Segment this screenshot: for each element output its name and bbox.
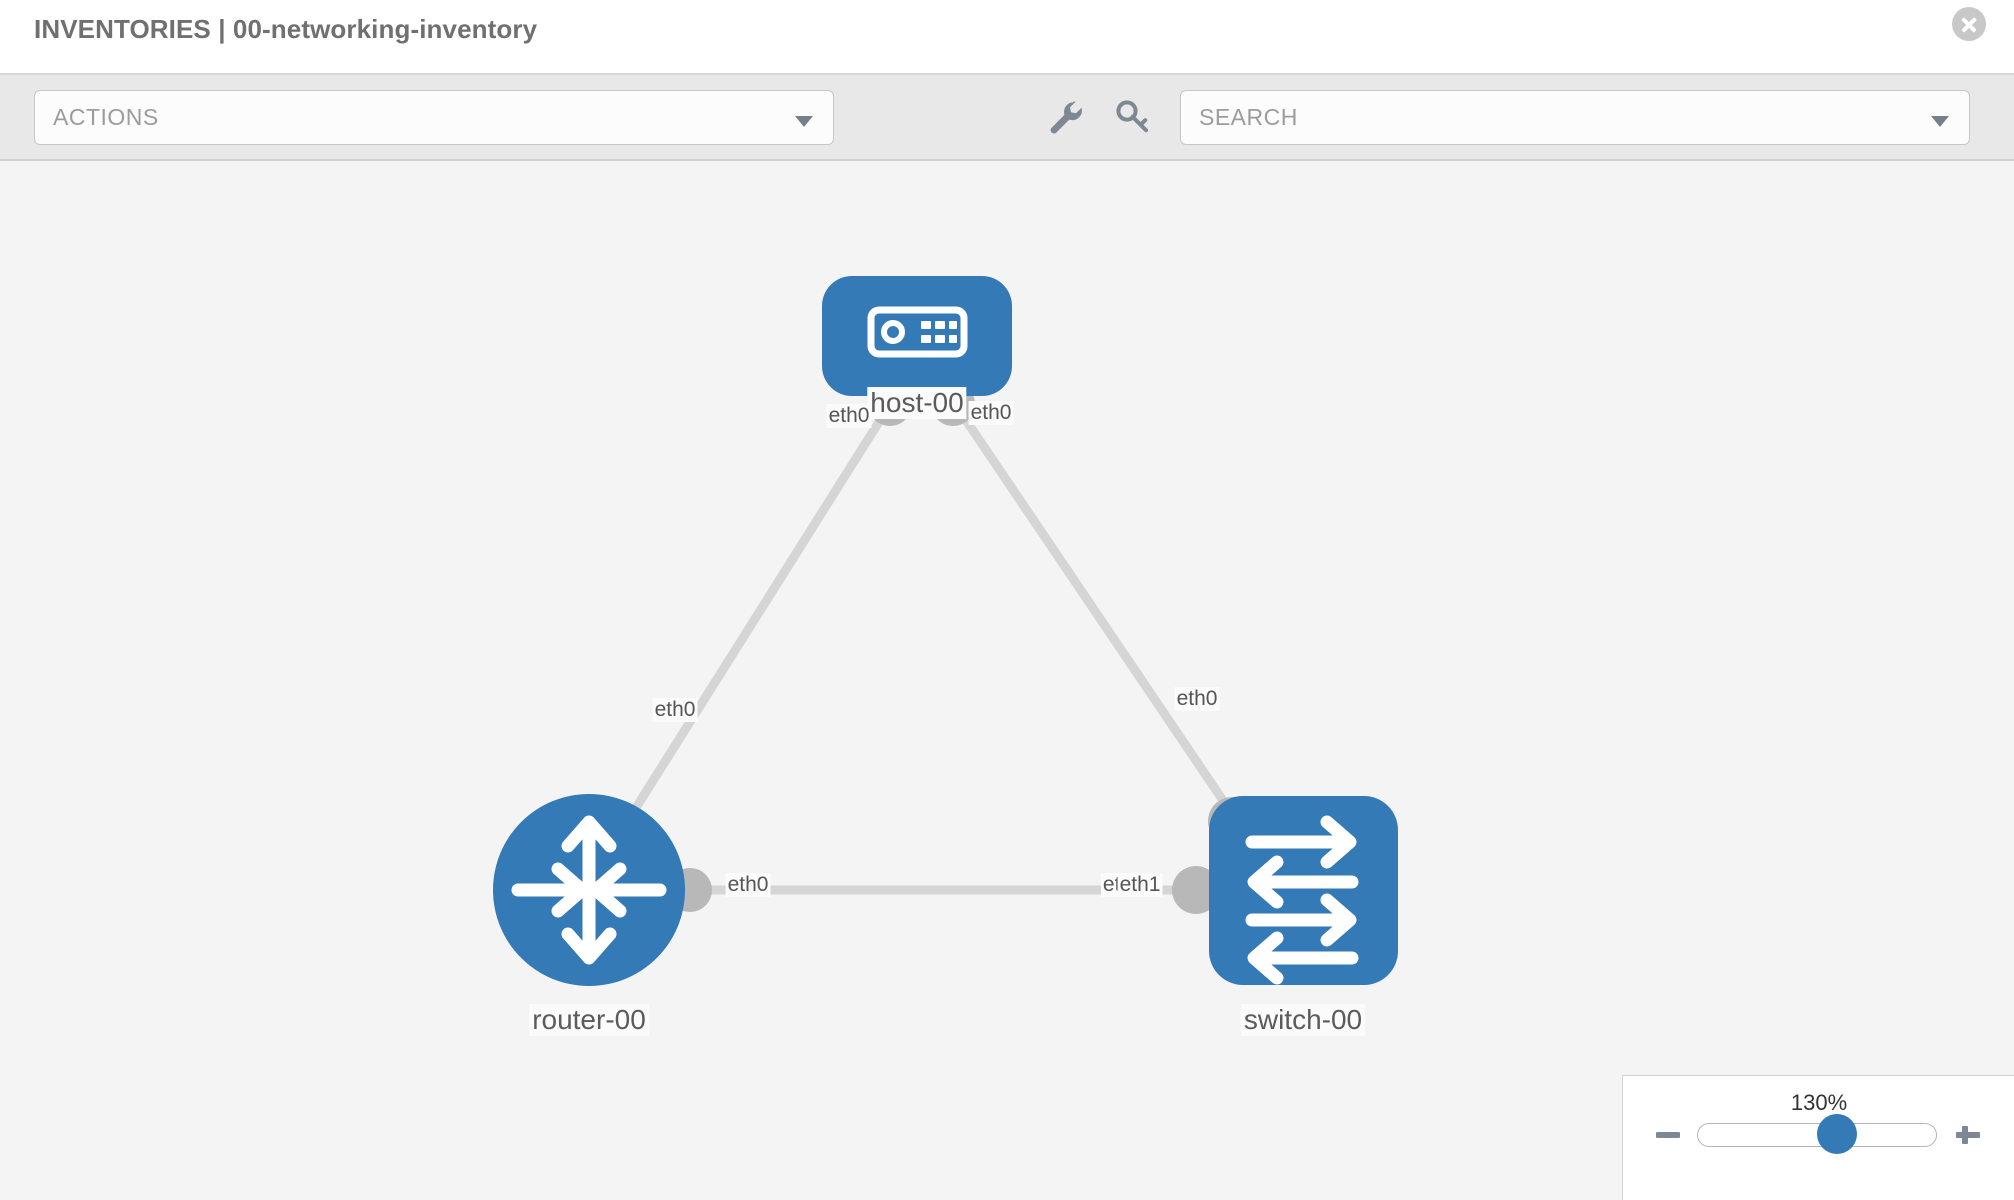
topology-graph [493, 276, 1398, 986]
topology-links [611, 401, 1249, 895]
node-router-00[interactable] [493, 794, 685, 986]
zoom-slider-thumb[interactable] [1817, 1114, 1857, 1154]
actions-dropdown[interactable]: ACTIONS [34, 90, 834, 145]
node-host-00[interactable] [822, 276, 1012, 396]
toolbar: ACTIONS SEARCH [0, 75, 2014, 161]
edge-label-switch-eth1: eth1 [1117, 873, 1163, 897]
actions-dropdown-label: ACTIONS [53, 104, 159, 130]
search-placeholder: SEARCH [1199, 104, 1298, 130]
topology-connectors [668, 382, 1256, 914]
chevron-down-icon [1931, 116, 1949, 127]
topology-canvas[interactable]: host-00 router-00 switch-00 eth0 eth0 et… [0, 161, 2014, 1200]
zoom-level-value: 130% [1790, 1090, 1848, 1115]
edge-label-host-eth0-left: eth0 [826, 404, 872, 428]
search-input[interactable]: SEARCH [1180, 90, 1970, 145]
node-label-switch-00: switch-00 [1240, 1004, 1366, 1036]
wrench-icon[interactable] [1045, 97, 1085, 137]
edge-label-router-eth0-east: eth0 [725, 873, 771, 897]
chevron-down-icon [795, 116, 813, 127]
edge-label-switch-eth0-north: eth0 [1174, 687, 1220, 711]
page-title: INVENTORIES | 00-networking-inventory [34, 14, 538, 44]
edge-label-host-eth0-right: eth0 [968, 401, 1014, 425]
node-switch-00[interactable] [1209, 796, 1398, 985]
node-label-host-00: host-00 [867, 387, 967, 419]
app-header: INVENTORIES | 00-networking-inventory [0, 0, 2014, 75]
link-host-switch[interactable] [951, 401, 1249, 836]
zoom-control-panel: 130% [1622, 1075, 2014, 1200]
close-icon[interactable] [1952, 7, 1986, 41]
zoom-in-button[interactable] [1953, 1120, 1983, 1150]
node-label-router-00: router-00 [529, 1004, 649, 1036]
edge-label-router-eth0-north: eth0 [652, 698, 698, 722]
key-icon[interactable] [1112, 97, 1152, 137]
connector-switch-west[interactable] [1172, 866, 1220, 914]
link-host-router[interactable] [611, 403, 893, 844]
zoom-out-button[interactable] [1653, 1120, 1683, 1150]
